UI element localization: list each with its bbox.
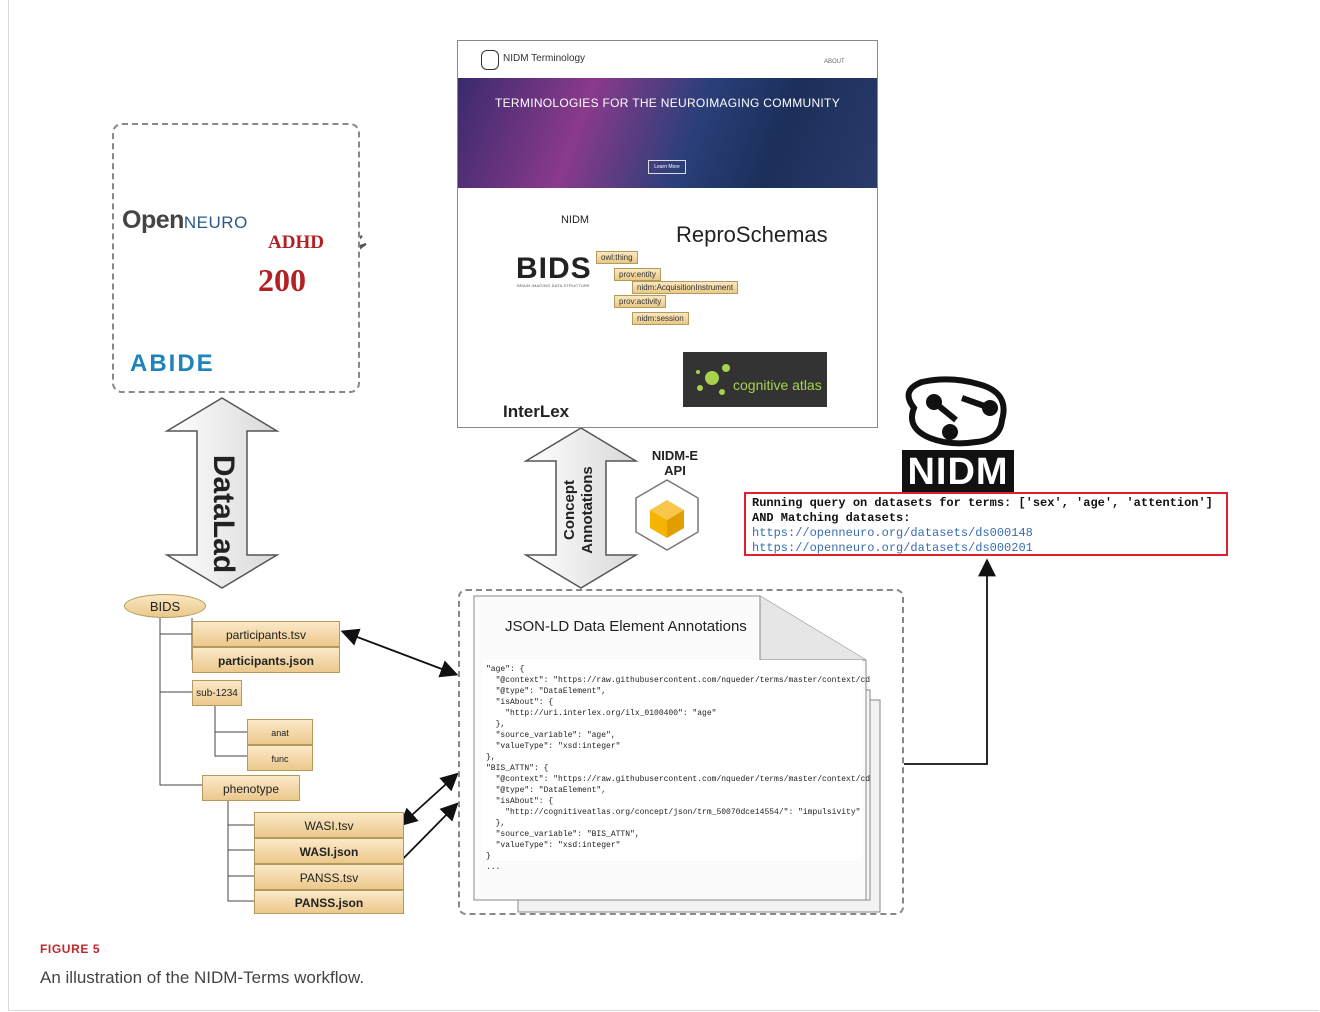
dataset-link-1[interactable]: https://openneuro.org/datasets/ds000148 <box>752 526 1033 540</box>
code-line: "source_variable": "BIS_ATTN", <box>486 830 640 839</box>
bids-subtitle: BRAIN IMAGING DATA STRUCTURE <box>517 283 591 288</box>
file-participants-json[interactable]: participants.json <box>192 647 340 673</box>
ontology-node-owl-thing: owl:thing <box>596 251 638 264</box>
figure-label: FIGURE 5 <box>40 942 101 956</box>
ontology-root-label: NIDM <box>560 214 590 226</box>
code-line: "@type": "DataElement", <box>486 687 607 696</box>
query-flow-arrow <box>904 558 996 765</box>
site-about-menu[interactable]: ABOUT <box>824 59 845 65</box>
query-result-box: Running query on datasets for terms: ['s… <box>744 492 1228 556</box>
datalad-label: DataLad <box>203 449 243 579</box>
folder-sub-1234[interactable]: sub-1234 <box>192 680 242 706</box>
ontology-node-prov-activity: prov:activity <box>614 295 667 308</box>
code-line: } <box>486 852 491 861</box>
code-line: "http://cognitiveatlas.org/concept/json/… <box>486 808 861 817</box>
file-panss-json[interactable]: PANSS.json <box>254 890 404 914</box>
bids-tree-lines <box>159 618 254 902</box>
reproschemas-label: ReproSchemas <box>676 222 828 247</box>
concept-annotations-double-arrow <box>523 427 639 589</box>
openneuro-open-text: Open <box>122 206 184 234</box>
dataset-link-2[interactable]: https://openneuro.org/datasets/ds000201 <box>752 541 1033 555</box>
bids-root-node: BIDS <box>124 594 206 618</box>
code-line: ... <box>486 863 501 872</box>
folder-anat[interactable]: anat <box>247 719 313 745</box>
datalad-text: DataLad <box>207 454 240 574</box>
code-line: "@context": "https://raw.githubuserconte… <box>486 775 871 784</box>
code-line: "isAbout": { <box>486 698 554 707</box>
bids-wordmark: BIDS <box>516 252 592 285</box>
site-title[interactable]: NIDM Terminology <box>503 53 586 64</box>
ontology-node-prov-entity: prov:entity <box>614 268 661 281</box>
figure-caption: An illustration of the NIDM-Terms workfl… <box>40 968 365 987</box>
nidm-brain-logo <box>905 376 1007 447</box>
code-line: "BIS_ATTN": { <box>486 764 549 773</box>
annotations-line: Annotations <box>579 466 596 554</box>
abide-wordmark: ABIDE <box>130 350 215 377</box>
openneuro-wordmark: OpenNEURO <box>122 206 248 235</box>
figure-frame <box>8 0 1319 1011</box>
code-line: "@context": "https://raw.githubuserconte… <box>486 676 871 685</box>
jsonld-annotations-box <box>458 589 904 915</box>
nidm-wordmark: NIDM <box>902 450 1014 493</box>
file-panss-tsv[interactable]: PANSS.tsv <box>254 864 404 890</box>
ontology-node-acquisition-instrument: nidm:AcquisitionInstrument <box>632 281 739 294</box>
cognitive-atlas-bubbles-overlay <box>696 364 730 395</box>
cognitive-atlas-label: cognitive atlas <box>733 377 822 393</box>
openneuro-neuro-text: NEURO <box>183 213 248 232</box>
code-line: }, <box>486 819 506 828</box>
nidm-site-logo-icon <box>481 50 499 70</box>
site-header <box>458 44 877 78</box>
datalad-double-arrow <box>164 397 280 589</box>
banner-title: TERMINOLOGIES FOR THE NEUROIMAGING COMMU… <box>495 96 840 110</box>
nidm-e-text: NIDM-E <box>651 448 699 463</box>
interlex-label: InterLex <box>503 402 570 421</box>
file-wasi-json[interactable]: WASI.json <box>254 838 404 864</box>
learn-more-button[interactable]: Learn More <box>648 160 686 174</box>
data-repositories-box <box>112 123 360 393</box>
code-line: "source_variable": "age", <box>486 731 616 740</box>
jsonld-title: JSON-LD Data Element Annotations <box>505 618 747 635</box>
query-matching-line: AND Matching datasets: <box>752 511 911 525</box>
code-line: "valueType": "xsd:integer" <box>486 742 621 751</box>
code-line: }, <box>486 753 496 762</box>
query-command-line: Running query on datasets for terms: ['s… <box>752 496 1213 510</box>
adhd-text: ADHD <box>268 232 324 253</box>
nidm-e-api-label: NIDM-E API <box>640 448 710 478</box>
concept-annotations-label: Concept Annotations <box>561 450 601 570</box>
api-text: API <box>664 463 686 478</box>
code-line: }, <box>486 720 506 729</box>
folder-func[interactable]: func <box>247 745 313 771</box>
folder-phenotype[interactable]: phenotype <box>202 775 300 801</box>
file-wasi-tsv[interactable]: WASI.tsv <box>254 812 404 838</box>
ontology-node-nidm-session: nidm:session <box>632 312 689 325</box>
site-banner <box>458 78 877 188</box>
adhd-200-text: 200 <box>258 262 306 298</box>
jsonld-code-block: "age": { "@context": "https://raw.github… <box>486 664 870 873</box>
nidm-e-api-cube-icon <box>635 479 699 551</box>
code-line: "age": { <box>486 665 525 674</box>
concept-line: Concept <box>561 480 578 540</box>
code-line: "http://uri.interlex.org/ilx_0100400": "… <box>486 709 717 718</box>
code-line: "@type": "DataElement", <box>486 786 607 795</box>
code-line: "valueType": "xsd:integer" <box>486 841 621 850</box>
file-participants-tsv[interactable]: participants.tsv <box>192 621 340 647</box>
jsonld-page-stack <box>473 595 881 913</box>
code-line: "isAbout": { <box>486 797 554 806</box>
